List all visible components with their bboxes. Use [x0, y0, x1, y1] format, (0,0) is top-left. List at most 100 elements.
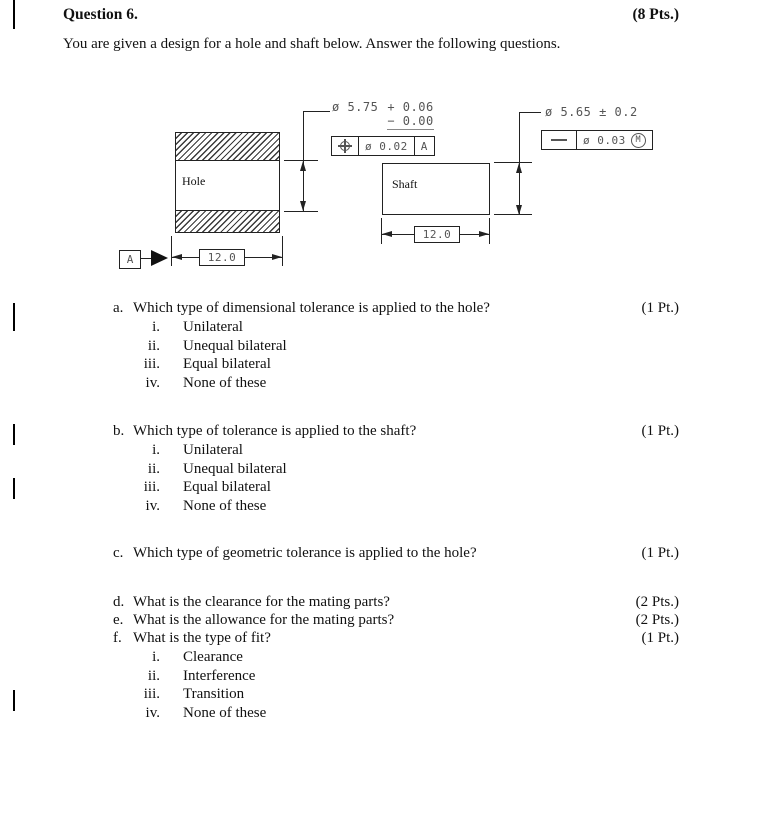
- hole-width-basic-dim: 12.0: [199, 249, 245, 266]
- question-a: a. Which type of dimensional tolerance is…: [113, 299, 762, 392]
- dimension-line: [382, 234, 414, 235]
- shaft-dimension: ø 5.65 ± 0.2: [545, 105, 638, 119]
- shaft-tolerance-value: ø 0.03: [583, 133, 626, 147]
- arrowhead-up-icon: [516, 163, 522, 173]
- option-item: iv. None of these: [113, 704, 762, 723]
- question-letter: a.: [113, 300, 124, 316]
- shaft-feature-control-frame: ø 0.03 M: [541, 130, 653, 150]
- option-item: i. Clearance: [113, 648, 762, 667]
- datum-triangle-icon: [151, 250, 168, 266]
- option-text: Unilateral: [183, 319, 243, 335]
- hole-geometric-tolerance: ø 0.02: [358, 137, 414, 155]
- question-letter: b.: [113, 423, 125, 439]
- option-numeral: i.: [152, 319, 160, 335]
- hole-size-callout: ø 5.75 + 0.06 − 0.00: [332, 100, 434, 130]
- dimension-line: [303, 161, 304, 211]
- intro-text: You are given a design for a hole and sh…: [63, 36, 561, 52]
- option-text: None of these: [183, 497, 267, 514]
- question-letter: c.: [113, 545, 124, 561]
- option-numeral: iii.: [143, 686, 160, 703]
- arrowhead-left-icon: [382, 231, 392, 237]
- shaft-width-basic-dim: 12.0: [414, 226, 460, 243]
- arrowhead-down-icon: [516, 205, 522, 215]
- position-tolerance-cell: [332, 137, 358, 155]
- option-numeral: ii.: [147, 667, 160, 684]
- arrowhead-down-icon: [300, 201, 306, 211]
- arrowhead-right-icon: [272, 254, 282, 260]
- question-text: What is the allowance for the mating par…: [133, 612, 395, 628]
- shaft-geometric-tolerance: ø 0.03 M: [576, 131, 652, 149]
- option-item: i. Unilateral: [113, 318, 762, 337]
- datum-stem-line: [140, 258, 151, 259]
- option-text: Interference: [183, 667, 256, 684]
- question-b: b.Which type of tolerance is applied to …: [113, 422, 762, 515]
- option-numeral: ii.: [147, 460, 160, 477]
- option-text: Equal bilateral: [183, 479, 271, 496]
- extension-line: [171, 236, 172, 266]
- extension-line: [282, 236, 283, 266]
- straightness-symbol-icon: [551, 139, 567, 141]
- option-item: iii. Transition: [113, 685, 762, 704]
- option-numeral: iii.: [143, 356, 160, 373]
- mmc-modifier-icon: M: [630, 132, 646, 148]
- option-text: Equal bilateral: [183, 356, 271, 373]
- margin-mark: [13, 0, 15, 29]
- margin-mark: [13, 424, 15, 445]
- extension-line: [284, 211, 318, 212]
- technical-drawing: Hole ø 5.75 + 0.06 − 0.00 ø 0.02 A Shaft…: [0, 0, 762, 292]
- dimension-line: [243, 257, 282, 258]
- margin-mark: [13, 690, 15, 711]
- question-text: Which type of dimensional tolerance is a…: [133, 300, 490, 316]
- option-text: None of these: [183, 704, 267, 721]
- question-points: (2 Pts.): [635, 612, 679, 628]
- option-item: iii. Equal bilateral: [113, 478, 762, 497]
- option-text: Clearance: [183, 649, 243, 665]
- leader-line: [303, 111, 304, 161]
- question-points: (1 Pt.): [641, 545, 680, 561]
- extension-line: [381, 218, 382, 244]
- hole-tolerance-stack: + 0.06 − 0.00: [387, 100, 434, 130]
- question-e: e.What is the allowance for the mating p…: [113, 611, 762, 630]
- leader-line: [520, 112, 541, 113]
- option-numeral: ii.: [147, 337, 160, 354]
- option-text: Unequal bilateral: [183, 460, 287, 477]
- option-item: iv. None of these: [113, 497, 762, 516]
- option-numeral: i.: [152, 442, 160, 458]
- option-numeral: iv.: [145, 497, 160, 514]
- option-text: Unilateral: [183, 442, 243, 458]
- question-points: (1 Pt.): [641, 423, 680, 439]
- option-item: i. Unilateral: [113, 441, 762, 460]
- straightness-cell: [542, 131, 576, 149]
- option-numeral: i.: [152, 649, 160, 665]
- hatch-band: [176, 210, 279, 232]
- question-f: f.What is the type of fit? (1 Pt.) i.Cle…: [113, 629, 762, 722]
- option-numeral: iv.: [145, 374, 160, 391]
- question-c: c. Which type of geometric tolerance is a…: [113, 544, 762, 563]
- hole-section: Hole: [175, 132, 280, 233]
- question-header: Question 6. (8 Pts.): [63, 6, 762, 24]
- question-points: (1 Pt.): [641, 300, 680, 316]
- option-item: iv.None of these: [113, 374, 762, 393]
- margin-mark: [13, 303, 15, 331]
- option-numeral: iii.: [143, 479, 160, 496]
- hole-label: Hole: [180, 174, 208, 189]
- margin-mark: [13, 478, 15, 499]
- option-numeral: iv.: [145, 704, 160, 721]
- extension-line: [284, 160, 318, 161]
- question-title: Question 6.: [63, 6, 138, 23]
- question-text: What is the clearance for the mating par…: [133, 594, 390, 610]
- question-text: What is the type of fit?: [133, 630, 271, 646]
- question-text: Which type of geometric tolerance is app…: [133, 545, 477, 561]
- option-text: Transition: [183, 686, 245, 703]
- arrowhead-up-icon: [300, 161, 306, 171]
- leader-line: [304, 111, 330, 112]
- hole-diameter: ø 5.75: [332, 100, 379, 114]
- arrowhead-left-icon: [172, 254, 182, 260]
- shaft-label: Shaft: [390, 177, 420, 192]
- dimension-line: [172, 257, 199, 258]
- dimension-line: [519, 163, 520, 215]
- question-points: (1 Pt.): [641, 630, 680, 646]
- hole-upper-tolerance: + 0.06: [387, 100, 434, 114]
- option-item: ii.Unequal bilateral: [113, 337, 762, 356]
- hatch-band: [176, 133, 279, 161]
